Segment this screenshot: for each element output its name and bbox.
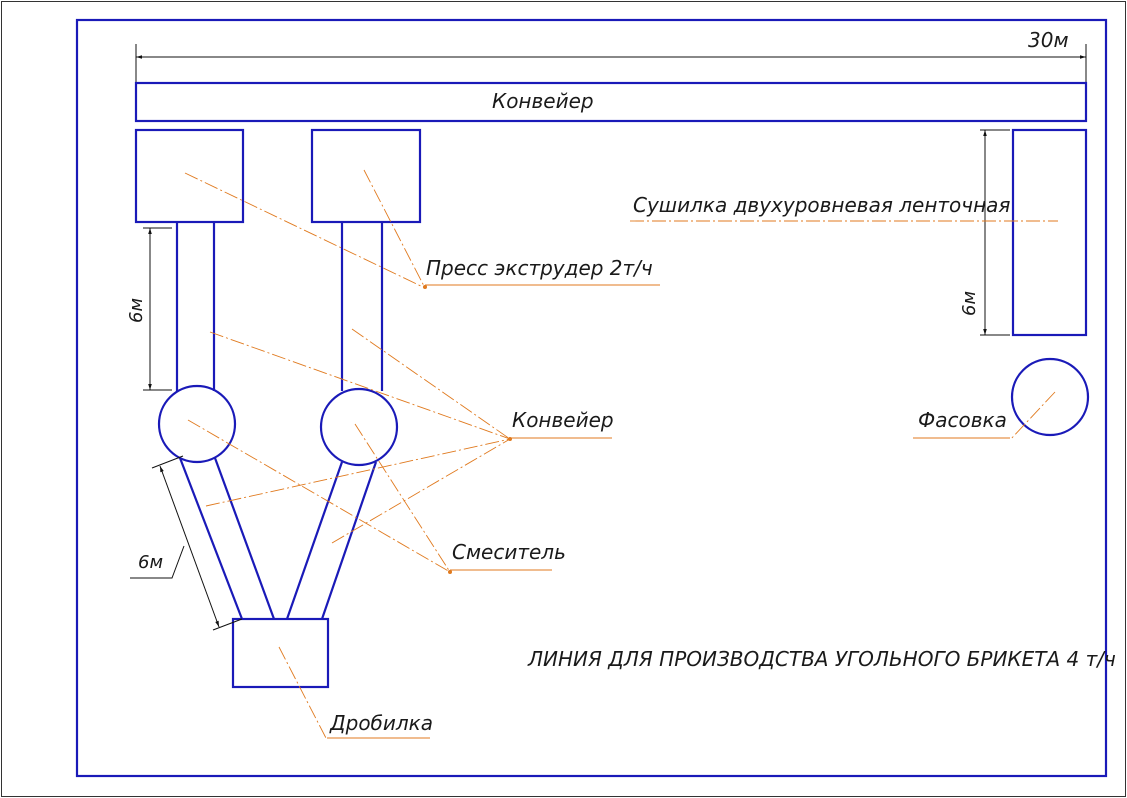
mixer-label: Смеситель (452, 540, 566, 564)
leader-conveyor (205, 328, 612, 544)
press-label: Пресс экструдер 2т/ч (426, 256, 653, 280)
mixer-left (157, 384, 237, 464)
drawing-frame (75, 18, 1108, 778)
packaging-label: Фасовка (918, 408, 1007, 432)
overall-length-label: 30м (1028, 28, 1069, 52)
dimension-crusher-conveyor: 6м (130, 455, 243, 631)
conveyor-right-vertical (340, 222, 384, 391)
leader-packaging (913, 391, 1056, 441)
crusher-label: Дробилка (329, 711, 433, 735)
crusher-conveyor-length-label: 6м (138, 552, 163, 573)
dryer (1011, 128, 1088, 337)
dryer-label: Сушилка двухуровневая ленточная (633, 193, 1010, 217)
conveyor-label: Конвейер (512, 408, 614, 432)
conveyor-left-vertical (175, 222, 216, 391)
dimension-dryer: 6м (959, 129, 1010, 336)
dryer-length-label: 6м (959, 291, 980, 316)
conveyor-left-diagonal (178, 457, 276, 620)
mixer-right (319, 387, 399, 467)
drawing-title: ЛИНИЯ ДЛЯ ПРОИЗВОДСТВА УГОЛЬНОГО БРИКЕТА… (527, 647, 1116, 671)
leader-crusher (278, 646, 430, 741)
dimension-overall-length: 30м (135, 28, 1087, 82)
leader-mixer (187, 419, 552, 574)
top-conveyor (134, 81, 1088, 123)
dimension-press-conveyor: 6м (126, 227, 172, 391)
conveyor-right-diagonal (285, 461, 378, 620)
press-left (134, 128, 245, 224)
press-conveyor-length-label: 6м (126, 298, 147, 323)
packaging (1010, 357, 1090, 437)
leader-press (184, 169, 660, 289)
crusher (231, 617, 330, 689)
press-right (310, 128, 422, 224)
top-conveyor-label: Конвейер (492, 89, 594, 113)
